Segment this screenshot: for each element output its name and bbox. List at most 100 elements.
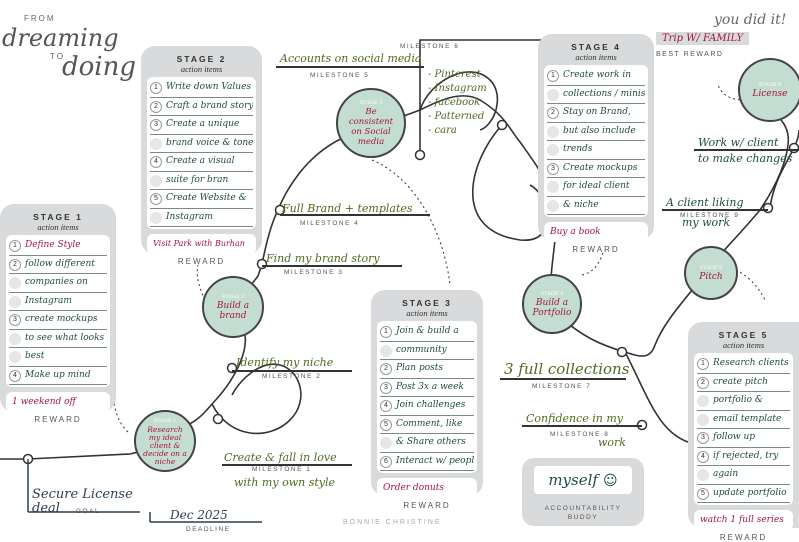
smiley-icon: ☺ bbox=[603, 473, 618, 489]
stage1-title: STAGE 1 bbox=[33, 212, 83, 222]
stage2-title: STAGE 2 bbox=[176, 54, 227, 64]
stage1-circle-label: STAGE 1 bbox=[153, 417, 177, 424]
stage2-item: brand voice & tone bbox=[150, 135, 253, 153]
goal-label: GOAL bbox=[76, 508, 101, 515]
loop-2 bbox=[419, 71, 499, 131]
credit: BONNIE CHRISTINE bbox=[343, 519, 442, 526]
buddy-label: ACCOUNTABILITY BUDDY bbox=[544, 505, 622, 521]
milestone5-label: MILESTONE 5 bbox=[310, 72, 370, 79]
stage4-item: collections / minis bbox=[547, 86, 645, 104]
milestone2-underline bbox=[232, 370, 352, 372]
title-doing: doing bbox=[62, 52, 137, 82]
milestone4-label: MILESTONE 4 bbox=[300, 220, 360, 227]
milestone6-label: MILESTONE 6 bbox=[400, 43, 460, 50]
stage4-item: & niche bbox=[547, 197, 645, 215]
social-item: - Instagram bbox=[428, 83, 487, 94]
social-item: - Pinterest bbox=[428, 69, 481, 80]
milestone10-underline bbox=[694, 149, 799, 151]
stage2-circle-label: STAGE 2 bbox=[221, 293, 245, 300]
stage4-circle: STAGE 4 Build a Portfolio bbox=[522, 274, 582, 334]
stage2-item: suite for bran bbox=[150, 172, 253, 190]
stage5-item: portfolio & bbox=[697, 392, 790, 411]
milestone2-text: Identify my niche bbox=[236, 356, 334, 369]
stage2-item: Instagram bbox=[150, 209, 253, 227]
milestone9-text2: my work bbox=[682, 216, 731, 229]
stage1-circle: STAGE 1 Research my ideal client & decid… bbox=[134, 410, 196, 472]
stage2-subtitle: action items bbox=[180, 64, 223, 74]
stage6-circle-text: License bbox=[752, 88, 788, 99]
stage3-item: & Share others bbox=[380, 434, 474, 453]
title-to: TO bbox=[50, 52, 65, 61]
stage6-circle-label: STAGE 6 bbox=[758, 81, 782, 88]
social-item: - facebook bbox=[428, 97, 481, 108]
stage5-subtitle: action items bbox=[722, 340, 765, 350]
milestone7-text: 3 full collections bbox=[504, 360, 630, 378]
stage3-reward: Order donuts bbox=[377, 478, 477, 498]
milestone9-underline bbox=[662, 209, 768, 211]
stage1-subtitle: action items bbox=[37, 222, 79, 232]
stage5-item: email template bbox=[697, 411, 790, 429]
social-item: - Patterned bbox=[428, 111, 485, 122]
milestone8-underline bbox=[522, 425, 642, 427]
milestone10-text: Work w/ client bbox=[698, 136, 779, 149]
stage4-reward-label: REWARD bbox=[572, 245, 620, 254]
stage1-reward: 1 weekend off bbox=[6, 392, 110, 412]
stage2-reward-label: REWARD bbox=[177, 257, 226, 266]
social-item: - cara bbox=[428, 125, 457, 136]
milestone5-underline bbox=[276, 66, 424, 68]
stage5-title: STAGE 5 bbox=[718, 330, 769, 340]
stage2-circle: STAGE 2 Build a brand bbox=[202, 276, 264, 338]
milestone8-label: MILESTONE 8 bbox=[550, 431, 610, 438]
stage1-item: to see what looks bbox=[9, 330, 107, 348]
milestone7-underline bbox=[500, 378, 626, 380]
loop-5 bbox=[769, 129, 799, 209]
stage4-item: but also include bbox=[547, 123, 645, 141]
stage1-circle-text: Research my ideal client & decide on a n… bbox=[143, 424, 187, 466]
stage3-circle: STAGE 3 Be consistent on Social media bbox=[336, 88, 406, 158]
stage4-item: trends bbox=[547, 141, 645, 160]
stage5-reward: watch 1 full series bbox=[694, 510, 793, 530]
milestone2-label: MILESTONE 2 bbox=[262, 373, 322, 380]
stage5-circle: STAGE 5 Pitch bbox=[684, 246, 738, 300]
title-block: FROM dreaming TO doing bbox=[2, 14, 142, 94]
milestone3-underline bbox=[262, 265, 402, 267]
social-list: - Pinterest - Instagram - facebook - Pat… bbox=[428, 68, 487, 138]
milestone1-text: Create & fall in love bbox=[224, 451, 337, 464]
stage4-circle-label: STAGE 4 bbox=[540, 290, 564, 297]
goal-text: Secure License deal bbox=[32, 487, 133, 516]
milestone4-text: Full Brand + templates bbox=[282, 202, 413, 215]
deadline-label: DEADLINE bbox=[186, 526, 231, 533]
milestone7-label: MILESTONE 7 bbox=[532, 383, 592, 390]
stage3-item: community bbox=[380, 342, 474, 360]
stage3-circle-text: Be consistent on Social media bbox=[348, 106, 394, 147]
stage1-item: companies on bbox=[9, 274, 107, 293]
title-from: FROM bbox=[24, 14, 56, 23]
stage1-item: best bbox=[9, 348, 107, 367]
deadline-text: Dec 2025 bbox=[170, 508, 228, 522]
you-did-it: you did it! bbox=[714, 12, 787, 28]
milestone9-label: MILESTONE 9 bbox=[680, 212, 740, 219]
stage6-circle: STAGE 6 License bbox=[738, 58, 799, 122]
buddy-box: myself ☺ bbox=[534, 466, 632, 494]
